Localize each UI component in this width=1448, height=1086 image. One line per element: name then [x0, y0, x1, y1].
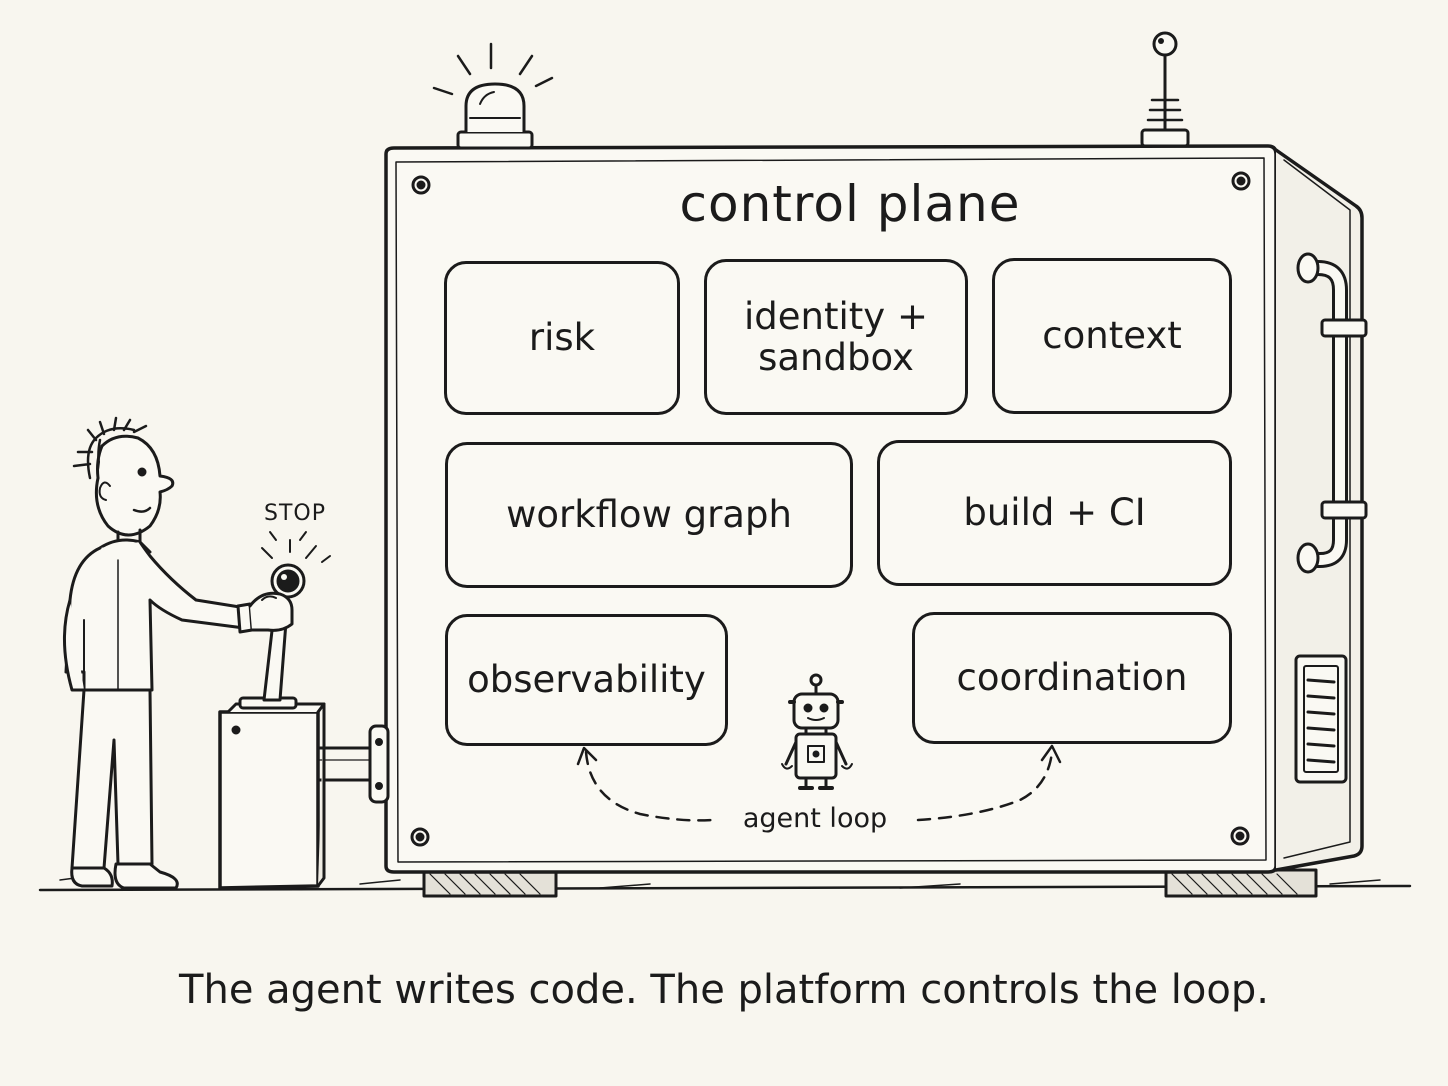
module-risk: risk: [444, 261, 680, 415]
module-coordination: coordination: [912, 612, 1232, 744]
module-coordination-label: coordination: [956, 656, 1188, 700]
vent-grille-icon: [1294, 654, 1348, 784]
module-risk-label: risk: [528, 316, 596, 360]
caption: The agent writes code. The platform cont…: [179, 967, 1269, 1013]
robot-agent-icon: [781, 673, 853, 790]
machine-feet: [422, 868, 1318, 898]
module-workflow-graph: workflow graph: [445, 442, 853, 588]
screw-icons: [410, 171, 1251, 847]
agent-loop-label: agent loop: [742, 803, 888, 834]
module-context: context: [992, 258, 1232, 414]
machine-title: control plane: [679, 175, 1021, 233]
stop-label: STOP: [264, 501, 326, 526]
module-build-ci-label: build + CI: [963, 491, 1146, 535]
warning-beacon-icon: [432, 42, 554, 150]
antenna-icon: [1140, 31, 1190, 148]
module-observability-label: observability: [467, 658, 706, 702]
side-pipe-icon: [1296, 252, 1368, 574]
operator-person: [63, 416, 294, 890]
module-build-ci: build + CI: [877, 440, 1232, 586]
module-identity-sandbox: identity + sandbox: [704, 259, 968, 415]
stop-lever: [218, 531, 331, 890]
agent-loop-arrows: [576, 744, 1062, 822]
module-observability: observability: [445, 614, 728, 746]
module-identity-sandbox-label: identity + sandbox: [744, 294, 928, 379]
module-context-label: context: [1042, 314, 1182, 358]
module-workflow-graph-label: workflow graph: [506, 493, 792, 537]
